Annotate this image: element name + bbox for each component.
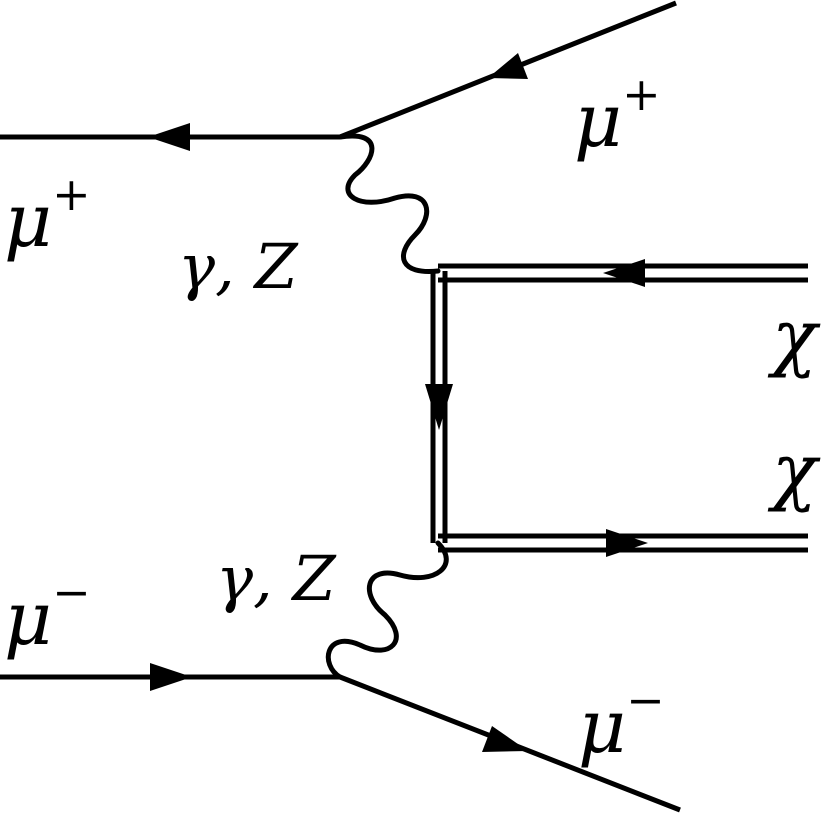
chi-top-label: χ (767, 294, 821, 380)
chi-top-arrow (603, 259, 645, 287)
mu-plus-incoming-label: μ+ (4, 167, 91, 264)
mu-plus-incoming-arrow (148, 123, 190, 151)
mu-minus-outgoing-label: μ− (578, 673, 665, 770)
chi-vertical-arrow (425, 384, 453, 430)
chi-bottom-arrow (606, 529, 648, 557)
mu-minus-incoming-label: μ− (4, 565, 91, 662)
mu-minus-outgoing-arrow (482, 726, 528, 752)
boson-top-label: γ, Z (178, 230, 298, 303)
boson-top-wavy-line (337, 133, 441, 275)
chi-bottom-label: χ (767, 428, 821, 514)
mu-minus-incoming-arrow (150, 663, 192, 691)
mu-plus-outgoing-label: μ+ (574, 67, 661, 164)
boson-bottom-wavy-line (325, 540, 449, 680)
boson-bottom-label: γ, Z (216, 542, 336, 615)
mu-plus-outgoing-arrow (488, 53, 528, 79)
